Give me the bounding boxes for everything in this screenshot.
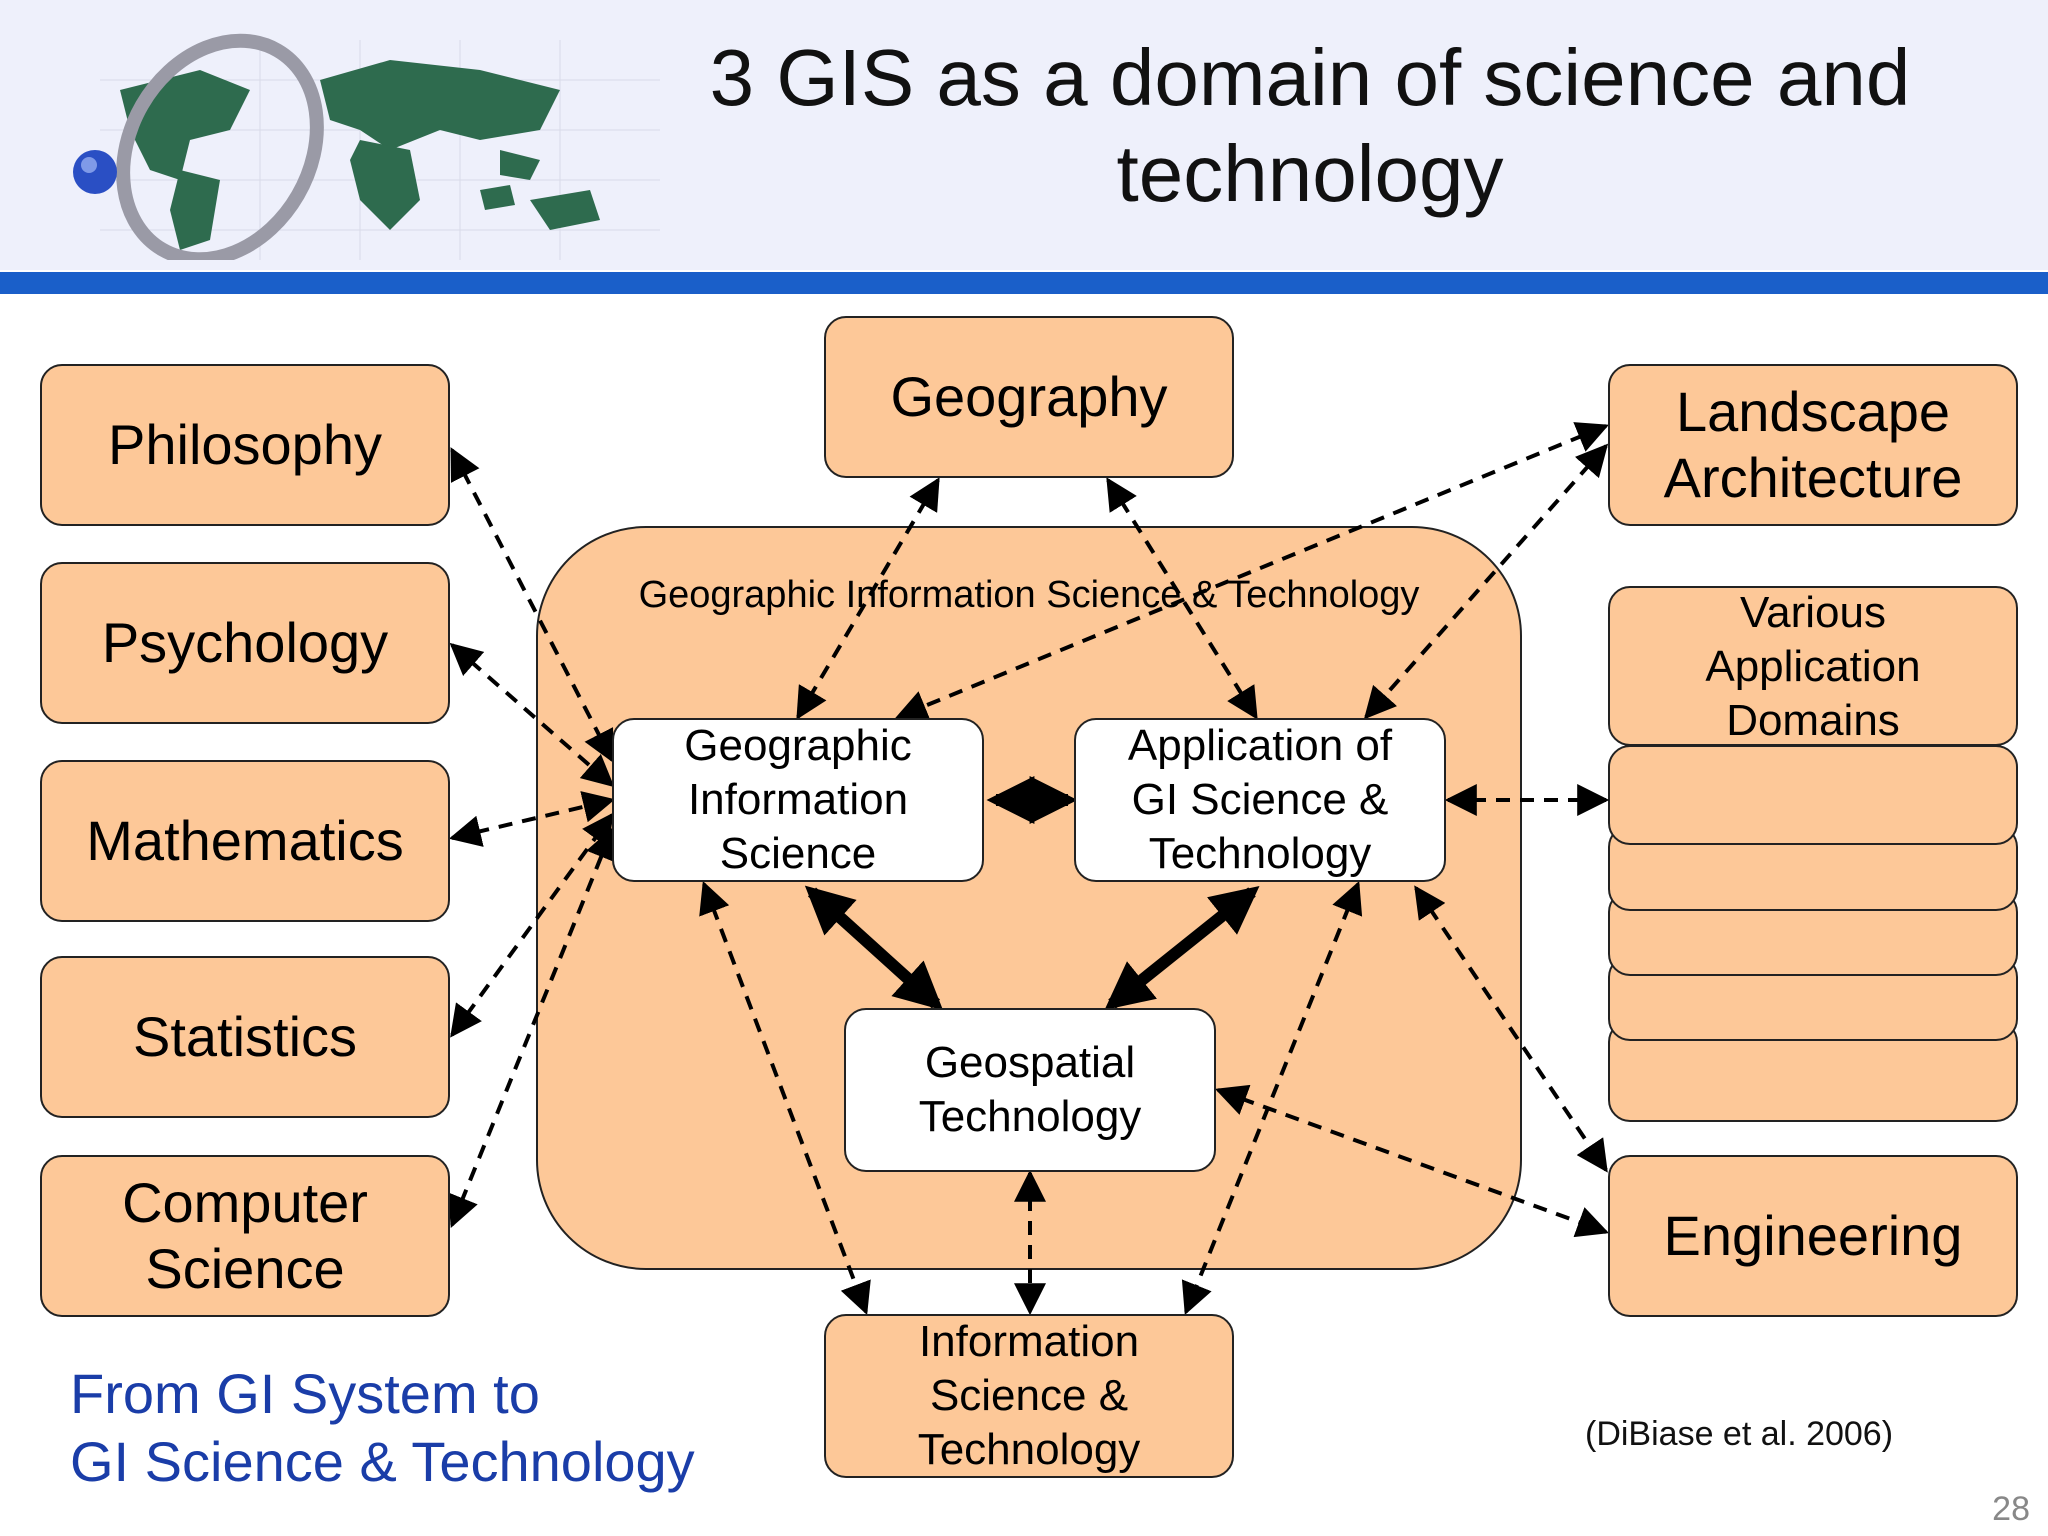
application-box: Application of GI Science & Technology (1074, 718, 1446, 882)
globe-logo-icon (73, 33, 660, 260)
gist-container-label: Geographic Information Science & Technol… (638, 574, 1420, 616)
slide-header (0, 0, 2048, 270)
gis-box: Geographic Information Science (612, 718, 984, 882)
page-number: 28 (1992, 1490, 2030, 1528)
geospatial-technology-box: Geospatial Technology (844, 1008, 1216, 1172)
citation: (DiBiase et al. 2006) (1585, 1415, 1894, 1453)
computer-science-box: Computer Science (40, 1155, 450, 1317)
header-bar (0, 272, 2048, 294)
footer-note: From GI System to GI Science & Technolog… (70, 1362, 695, 1493)
app-domain-layer (1608, 745, 2018, 845)
mathematics-box: Mathematics (40, 760, 450, 922)
slide-title: 3 GIS as a domain of science and technol… (709, 33, 1911, 218)
various-domains-label: Various Application Domains (1705, 588, 1921, 745)
geography-box: Geography (824, 316, 1234, 478)
psychology-box: Psychology (40, 562, 450, 724)
philosophy-box: Philosophy (40, 364, 450, 526)
engineering-box: Engineering (1608, 1155, 2018, 1317)
statistics-box: Statistics (40, 956, 450, 1118)
information-science-box: Information Science & Technology (824, 1314, 1234, 1478)
landscape-architecture-box: Landscape Architecture (1608, 364, 2018, 526)
various-domains-box (1608, 586, 2018, 746)
